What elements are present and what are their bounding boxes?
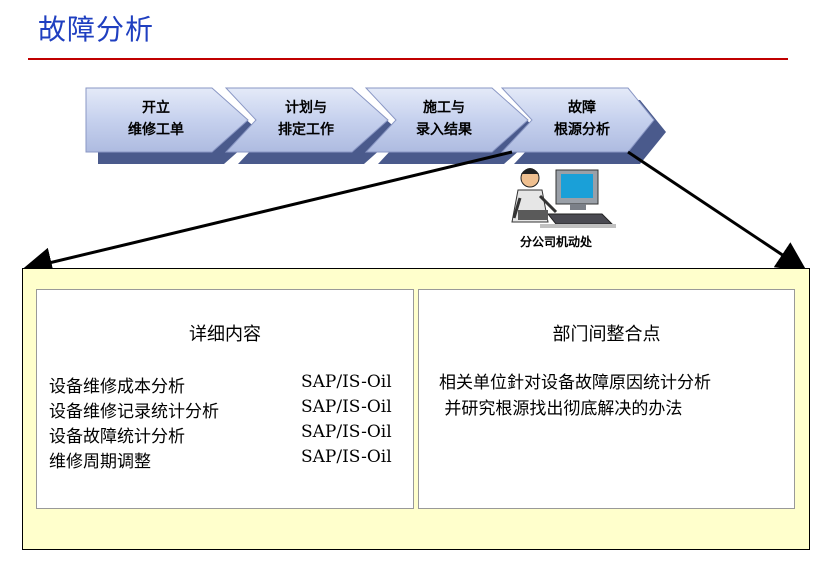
chevron-step-3 (364, 87, 529, 153)
arrow-left (22, 150, 513, 277)
step-2-label: 计划与 排定工作 (278, 100, 334, 138)
person-computer-icon (511, 168, 616, 228)
detail-item: 设备故障统计分析 (49, 427, 185, 447)
detail-system: SAP/IS-Oil (301, 422, 392, 442)
detail-item: 设备维修记录统计分析 (49, 402, 219, 422)
chevron-step-1 (85, 87, 249, 153)
title-divider (28, 58, 788, 60)
department-desc-line1: 相关单位針对设备故障原因统计分析 (439, 373, 711, 393)
analysis-panel: 详细内容 设备维修成本分析 SAP/IS-Oil 设备维修记录统计分析 SAP/… (22, 268, 810, 550)
detail-system: SAP/IS-Oil (301, 372, 392, 392)
details-box: 详细内容 设备维修成本分析 SAP/IS-Oil 设备维修记录统计分析 SAP/… (36, 289, 414, 509)
page-title: 故障分析 (38, 13, 155, 46)
details-title: 详细内容 (189, 324, 261, 345)
department-desc-line2: 并研究根源找出彻底解决的办法 (439, 399, 683, 419)
department-title: 部门间整合点 (552, 324, 661, 345)
detail-item: 维修周期调整 (49, 452, 151, 472)
step-3-label: 施工与 录入结果 (416, 100, 472, 138)
department-box: 部门间整合点 相关单位針对设备故障原因统计分析 并研究根源找出彻底解决的办法 (418, 289, 795, 509)
arrow-right (627, 150, 807, 272)
detail-item: 设备维修成本分析 (49, 377, 185, 397)
actor-label: 分公司机动处 (519, 235, 592, 249)
detail-system: SAP/IS-Oil (301, 447, 392, 467)
chevron-step-2 (224, 87, 389, 153)
step-4-label: 故障 根源分析 (554, 100, 610, 138)
step-1-label: 开立 维修工单 (128, 100, 184, 138)
detail-system: SAP/IS-Oil (301, 397, 392, 417)
